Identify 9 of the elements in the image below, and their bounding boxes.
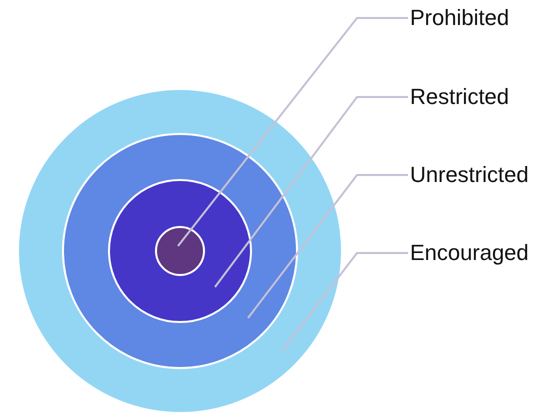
category-label: Prohibited xyxy=(410,5,510,31)
leader-line xyxy=(214,96,408,288)
leader-line xyxy=(247,174,408,319)
leader-line xyxy=(281,252,408,352)
category-label: Unrestricted xyxy=(410,162,529,188)
ring-circle xyxy=(155,226,205,276)
category-label: Restricted xyxy=(410,84,510,110)
leader-line xyxy=(177,17,408,247)
category-label: Encouraged xyxy=(410,240,529,266)
